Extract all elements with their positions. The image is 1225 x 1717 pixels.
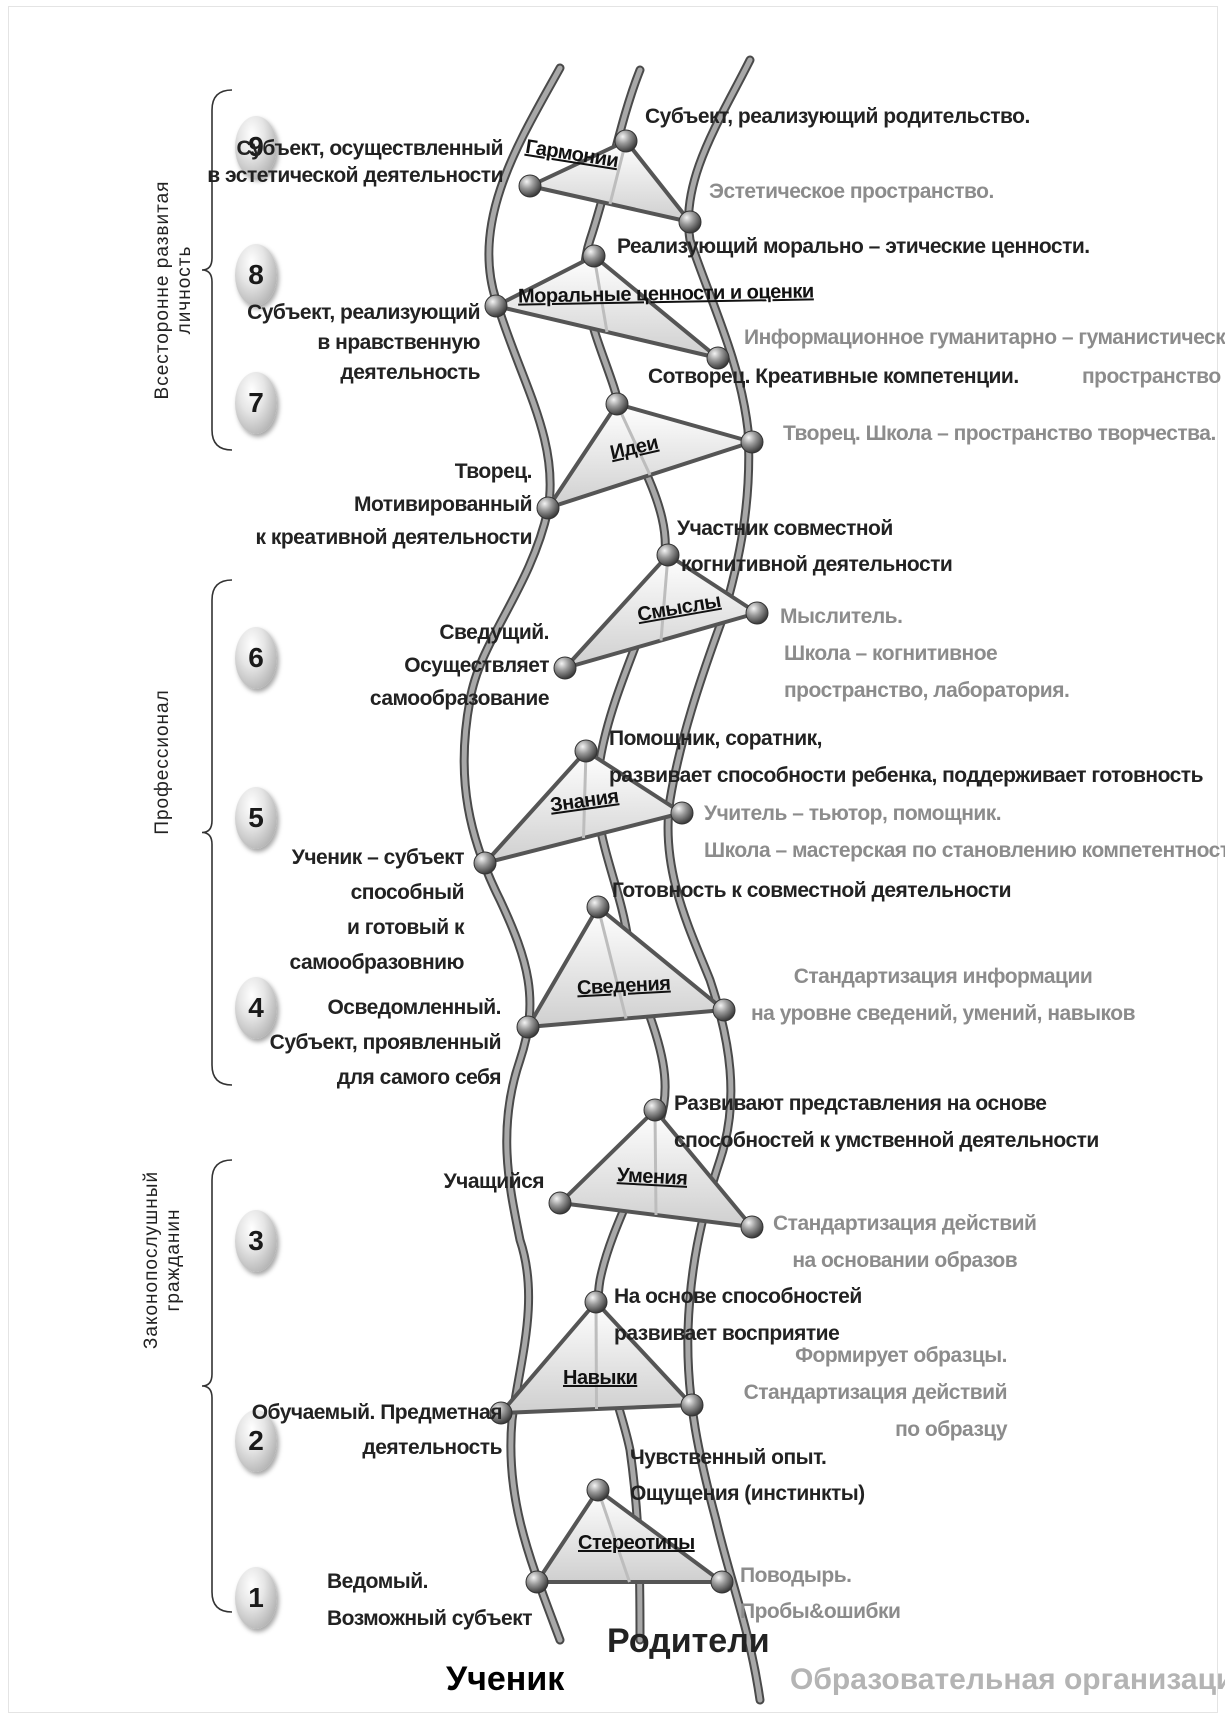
strand-student — [461, 65, 563, 1643]
node-5-parents — [574, 739, 598, 763]
level-badge-8: 8 — [235, 244, 277, 306]
triangle-6-ridge — [659, 554, 670, 641]
level-number: 7 — [248, 387, 264, 418]
bracket-harmonious — [201, 89, 233, 451]
footer-organization-label: Образовательная организация — [790, 1663, 1225, 1696]
node-7-student — [536, 496, 560, 520]
triangle-8-ridge — [592, 255, 609, 333]
node-1-parents — [586, 1478, 610, 1502]
footer-parents-label: Родители — [607, 1622, 770, 1660]
node-1-student — [525, 1570, 549, 1594]
org-text-9: Эстетическое пространство. — [709, 180, 994, 203]
parents-text-8: Реализующий морально – этические ценност… — [617, 235, 1090, 258]
node-2-parents — [584, 1290, 608, 1314]
parents-text-1: Чувственный опыт.Ощущения (инстинкты) — [630, 1446, 865, 1505]
page-frame — [8, 6, 1218, 1713]
node-5-student — [473, 851, 497, 875]
triangle-2-ridge — [594, 1301, 598, 1410]
node-3-student — [548, 1191, 572, 1215]
triangle-label-4: Сведения — [576, 972, 671, 1000]
org-text-5: Учитель – тьютор, помощник.Школа – масте… — [704, 802, 1225, 862]
parents-text-7: Сотворец. Креативные компетенции. — [648, 365, 1019, 388]
triangle-5-ridge — [582, 750, 588, 839]
level-badge-9: 9 — [235, 116, 277, 178]
strand-organization — [665, 57, 763, 1703]
node-7-parents — [605, 392, 629, 416]
triangle-label-2: Навыки — [563, 1367, 638, 1389]
node-8-organization — [706, 346, 730, 370]
triangle-7-ridge — [615, 403, 652, 476]
node-7-organization — [740, 430, 764, 454]
triangle-3-ridge — [653, 1109, 658, 1216]
triangle-1-ridge — [596, 1489, 631, 1583]
student-text-1: Ведомый.Возможный субъект — [327, 1570, 533, 1630]
node-4-parents — [586, 895, 610, 919]
footer-student-label: Ученик — [446, 1660, 565, 1698]
bracket-professional — [201, 579, 233, 1086]
node-9-student — [518, 174, 542, 198]
node-8-parents — [582, 244, 606, 268]
triangle-4-ridge — [596, 906, 628, 1019]
org-text-8b: пространство — [1082, 365, 1221, 388]
side-group-professional: Профессионал — [152, 689, 173, 835]
node-6-parents — [656, 543, 680, 567]
triangle-label-1: Стереотипы — [578, 1532, 695, 1554]
node-2-student — [489, 1401, 513, 1425]
triangle-label-3: Умения — [616, 1164, 688, 1190]
node-4-student — [516, 1015, 540, 1039]
node-2-organization — [680, 1393, 704, 1417]
level-badge-3: 3 — [235, 1210, 277, 1272]
level-number: 8 — [248, 259, 264, 290]
level-badge-7: 7 — [235, 372, 277, 434]
node-6-organization — [745, 601, 769, 625]
level-number: 6 — [248, 642, 264, 673]
org-text-2: Формирует образцы.Стандартизация действи… — [743, 1344, 1008, 1441]
org-text-8a: Информационное гуманитарно – гуманистиче… — [744, 326, 1225, 349]
level-number: 1 — [248, 1582, 264, 1613]
level-number: 3 — [248, 1225, 264, 1256]
node-4-organization — [712, 998, 736, 1022]
level-badge-1: 1 — [235, 1567, 277, 1629]
level-badge-4: 4 — [235, 977, 277, 1039]
level-number: 4 — [248, 992, 264, 1023]
level-badge-2: 2 — [235, 1410, 277, 1472]
level-badge-5: 5 — [235, 787, 277, 849]
bracket-citizen — [201, 1159, 233, 1613]
node-1-organization — [710, 1570, 734, 1594]
level-number: 5 — [248, 802, 264, 833]
parents-text-4: Готовность к совместной деятельности — [612, 879, 1012, 902]
node-5-organization — [670, 801, 694, 825]
level-number: 2 — [248, 1425, 264, 1456]
node-3-organization — [740, 1215, 764, 1239]
parents-text-5: Помощник, соратник,развивает способности… — [609, 727, 1204, 787]
node-8-student — [484, 294, 508, 318]
org-text-1: Поводырь.Пробы&ошибки — [740, 1564, 901, 1623]
node-3-parents — [643, 1098, 667, 1122]
level-number: 9 — [248, 131, 264, 162]
parents-text-9: Субъект, реализующий родительство. — [645, 105, 1030, 128]
node-9-organization — [678, 210, 702, 234]
node-9-parents — [614, 129, 638, 153]
level-badge-6: 6 — [235, 627, 277, 689]
node-6-student — [553, 656, 577, 680]
student-text-3: Учащийся — [443, 1170, 545, 1193]
org-text-7: Творец. Школа – пространство творчества. — [783, 422, 1216, 445]
